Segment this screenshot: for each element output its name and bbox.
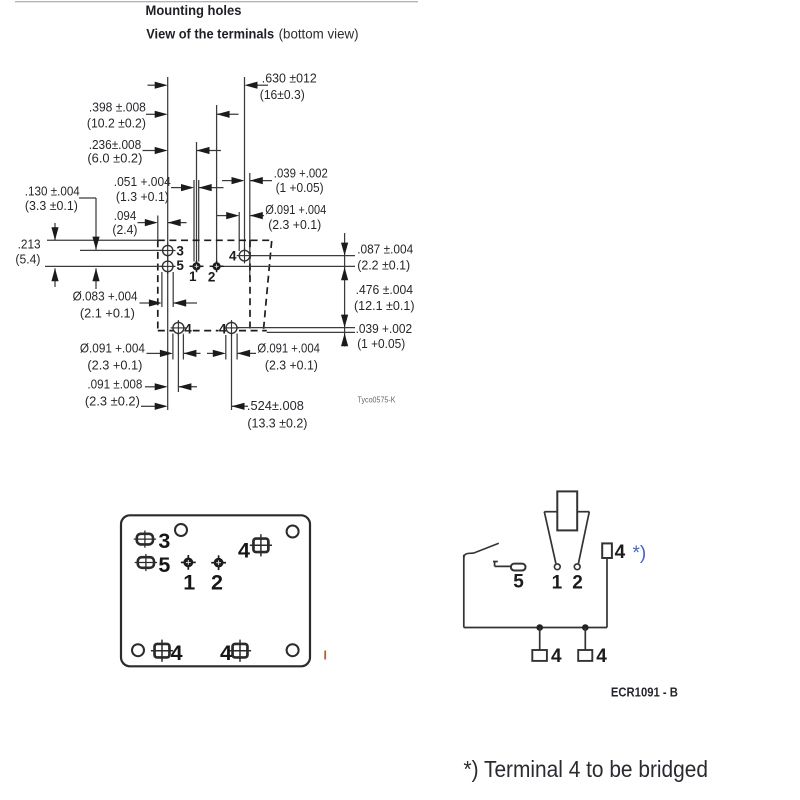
svg-text:3: 3 bbox=[176, 243, 184, 258]
svg-text:5: 5 bbox=[158, 553, 170, 577]
svg-text:.051 +.004: .051 +.004 bbox=[114, 174, 171, 189]
svg-text:.094: .094 bbox=[114, 208, 137, 223]
svg-text:.039 +.002: .039 +.002 bbox=[356, 321, 413, 336]
svg-text:*): *) bbox=[633, 543, 647, 564]
svg-text:(13.3 ±0.2): (13.3 ±0.2) bbox=[247, 415, 307, 430]
svg-text:.130 ±.004: .130 ±.004 bbox=[25, 184, 80, 199]
svg-text:Ø.091 +.004: Ø.091 +.004 bbox=[80, 341, 145, 356]
svg-text:4: 4 bbox=[184, 322, 192, 337]
svg-text:5: 5 bbox=[176, 258, 184, 273]
svg-text:1: 1 bbox=[189, 269, 197, 284]
svg-text:(2.3 +0.1): (2.3 +0.1) bbox=[268, 217, 321, 232]
svg-text:*) Terminal 4 to be bridged: *) Terminal 4 to be bridged bbox=[464, 756, 709, 782]
svg-text:2: 2 bbox=[208, 269, 216, 284]
svg-text:.091 ±.008: .091 ±.008 bbox=[87, 376, 142, 391]
svg-text:.524±.008: .524±.008 bbox=[247, 398, 304, 413]
svg-text:(2.1 +0.1): (2.1 +0.1) bbox=[80, 305, 135, 320]
svg-text:Tyco0575-K: Tyco0575-K bbox=[358, 395, 397, 404]
svg-text:.236±.008: .236±.008 bbox=[89, 137, 142, 152]
svg-text:(6.0 ±0.2): (6.0 ±0.2) bbox=[87, 150, 142, 165]
svg-text:1: 1 bbox=[552, 572, 563, 593]
svg-text:(16±0.3): (16±0.3) bbox=[260, 87, 305, 102]
svg-text:.087 ±.004: .087 ±.004 bbox=[357, 241, 413, 256]
svg-text:4: 4 bbox=[229, 248, 237, 263]
svg-text:Ø.091 +.004: Ø.091 +.004 bbox=[257, 341, 320, 356]
svg-text:(12.1 ±0.1): (12.1 ±0.1) bbox=[354, 298, 415, 313]
svg-text:(1.3 +0.1): (1.3 +0.1) bbox=[116, 189, 169, 204]
svg-text:.476 ±.004: .476 ±.004 bbox=[356, 282, 414, 297]
svg-text:(2.4): (2.4) bbox=[112, 222, 137, 237]
svg-text:4: 4 bbox=[219, 322, 227, 337]
svg-text:Ø.091 +.004: Ø.091 +.004 bbox=[265, 202, 326, 217]
svg-text:(bottom view): (bottom view) bbox=[279, 27, 359, 42]
svg-text:4: 4 bbox=[596, 646, 607, 667]
svg-text:View of the terminals: View of the terminals bbox=[146, 27, 274, 42]
svg-text:(1 +0.05): (1 +0.05) bbox=[276, 180, 324, 195]
svg-text:4: 4 bbox=[220, 641, 232, 665]
svg-text:(1 +0.05): (1 +0.05) bbox=[357, 336, 405, 351]
svg-text:3: 3 bbox=[158, 529, 170, 553]
svg-text:.213: .213 bbox=[18, 236, 41, 251]
svg-text:5: 5 bbox=[513, 572, 524, 593]
svg-text:(2.2 ±0.1): (2.2 ±0.1) bbox=[357, 257, 410, 272]
svg-text:(10.2 ±0.2): (10.2 ±0.2) bbox=[87, 115, 146, 130]
svg-text:4: 4 bbox=[238, 539, 250, 563]
svg-text:1: 1 bbox=[183, 571, 195, 595]
svg-text:2: 2 bbox=[572, 572, 583, 593]
svg-text:(2.3 +0.1): (2.3 +0.1) bbox=[87, 358, 142, 373]
svg-text:4: 4 bbox=[615, 542, 626, 563]
svg-text:.039 +.002: .039 +.002 bbox=[274, 165, 328, 180]
svg-text:2: 2 bbox=[211, 571, 223, 595]
svg-text:ECR1091 - B: ECR1091 - B bbox=[611, 685, 678, 699]
svg-text:(2.3 +0.1): (2.3 +0.1) bbox=[265, 358, 318, 373]
svg-text:(2.3 ±0.2): (2.3 ±0.2) bbox=[85, 393, 140, 408]
svg-text:.630 ±012: .630 ±012 bbox=[262, 70, 317, 85]
svg-text:Mounting holes: Mounting holes bbox=[146, 3, 242, 18]
svg-text:Ø.083 +.004: Ø.083 +.004 bbox=[73, 288, 138, 303]
svg-text:.398 ±.008: .398 ±.008 bbox=[89, 99, 146, 114]
svg-text:(5.4): (5.4) bbox=[15, 252, 40, 267]
svg-text:4: 4 bbox=[171, 641, 183, 665]
svg-text:4: 4 bbox=[551, 646, 562, 667]
svg-text:(3.3 ±0.1): (3.3 ±0.1) bbox=[25, 198, 78, 213]
